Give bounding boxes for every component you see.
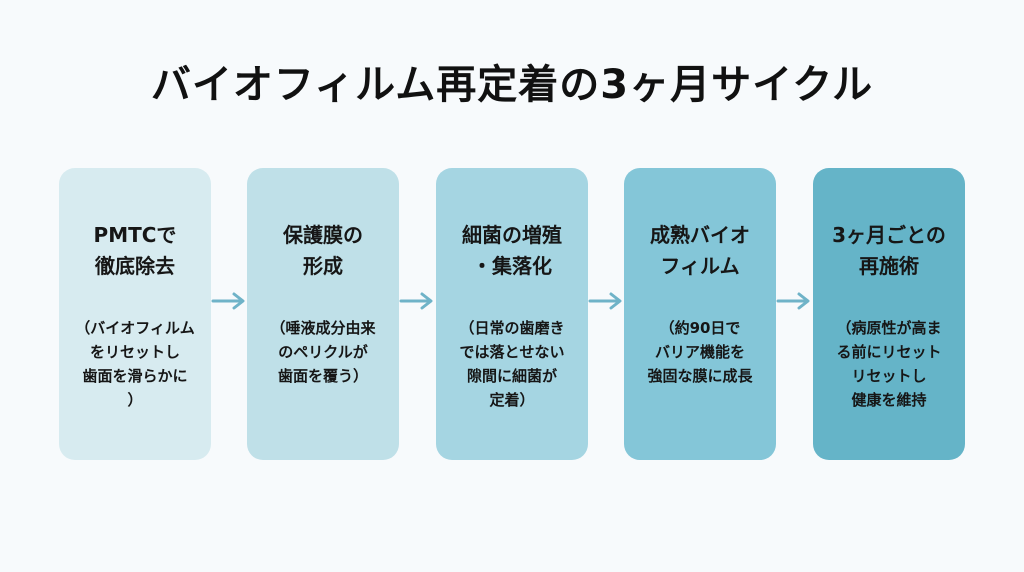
arrow-right-icon [399, 292, 433, 310]
step-title: 細菌の増殖 ・集落化 [462, 223, 562, 278]
step-card-retreatment: 3ヶ月ごとの 再施術 （病原性が高ま る前にリセット リセットし 健康を維持 [813, 168, 965, 460]
step-card-mature-biofilm: 成熟バイオ フィルム （約90日で バリア機能を 強固な膜に成長 [624, 168, 776, 460]
diagram-title: バイオフィルム再定着の3ヶ月サイクル [150, 62, 874, 108]
step-description: （日常の歯磨き では落とせない 隙間に細菌が 定着） [459, 319, 565, 409]
step-card-pmtc: PMTCで 徹底除去 （バイオフィルム をリセットし 歯面を滑らかに ） [59, 168, 211, 460]
step-description: （病原性が高ま る前にリセット リセットし 健康を維持 [836, 319, 942, 409]
arrow-right-icon [211, 292, 245, 310]
step-title: 3ヶ月ごとの 再施術 [832, 223, 946, 278]
step-description: （唾液成分由来 のペリクルが 歯面を覆う） [270, 319, 376, 385]
step-description: （約90日で バリア機能を 強固な膜に成長 [647, 319, 753, 385]
arrow-right-icon [776, 292, 810, 310]
step-title: PMTCで 徹底除去 [93, 223, 177, 278]
step-title: 成熟バイオ フィルム [650, 223, 750, 278]
step-card-pellicle: 保護膜の 形成 （唾液成分由来 のペリクルが 歯面を覆う） [247, 168, 399, 460]
step-title: 保護膜の 形成 [283, 223, 363, 278]
step-card-colonization: 細菌の増殖 ・集落化 （日常の歯磨き では落とせない 隙間に細菌が 定着） [436, 168, 588, 460]
arrow-right-icon [588, 292, 622, 310]
step-description: （バイオフィルム をリセットし 歯面を滑らかに ） [75, 319, 195, 409]
